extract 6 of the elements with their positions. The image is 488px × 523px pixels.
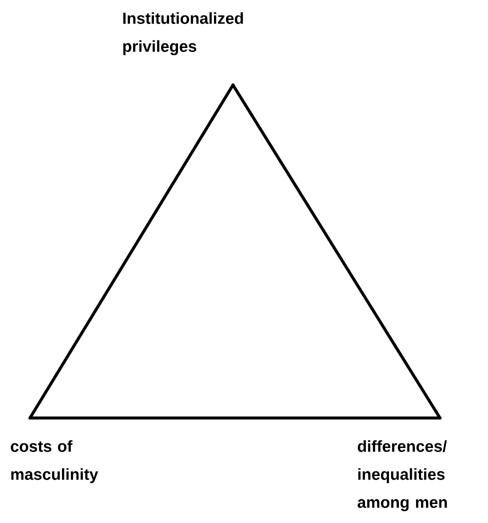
vertex-label: Institutionalized privileges (123, 12, 243, 56)
vertex-label: costs of masculinity (10, 440, 98, 484)
triangle-side (28, 84, 234, 420)
triangle-side (28, 416, 442, 420)
vertex-label: differences/ inequalities among men (358, 440, 447, 512)
triangle-side (232, 84, 442, 420)
